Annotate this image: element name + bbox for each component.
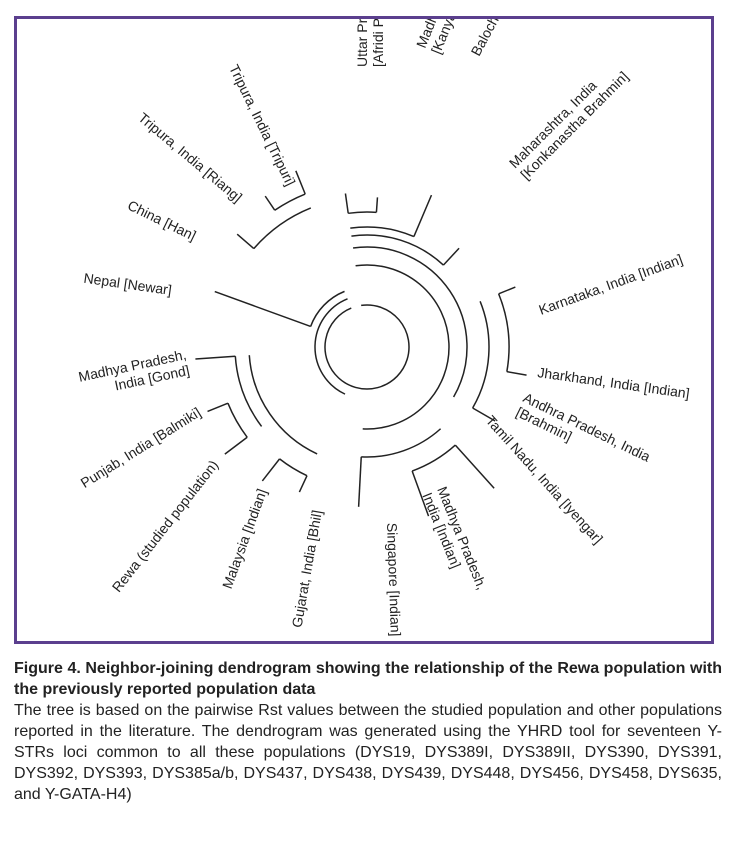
internal-arc [314, 298, 348, 395]
leaf-label-line: [Konkanastha Brahmin] [517, 68, 631, 182]
figure-frame: Uttar Pradesh, India[Afridi Pathan] Madhy… [14, 16, 714, 644]
leaf-label-line: Tripura, India [Tripuri] [226, 62, 299, 188]
leaf-branch [261, 458, 281, 482]
internal-arc [253, 207, 312, 250]
leaf-branch [224, 436, 248, 455]
leaf-label: Tripura, India [Riang] [135, 109, 245, 205]
leaf-branch [411, 470, 430, 517]
leaf-branch [506, 370, 527, 376]
leaf-label-line: Tripura, India [Riang] [135, 109, 245, 205]
leaf-branch [375, 197, 379, 213]
caption-title: Figure 4. Neighbor-joining dendrogram sh… [14, 660, 722, 698]
leaf-branch [472, 407, 496, 422]
dendrogram-branches [195, 170, 527, 517]
internal-arc [248, 355, 318, 455]
leaf-branch [413, 194, 433, 237]
internal-arc [351, 234, 444, 266]
leaf-branch [214, 290, 311, 328]
leaf-label-line: Punjab, India [Balmiki] [78, 404, 204, 491]
leaf-branch [344, 193, 349, 214]
dendrogram-leaf-labels: Uttar Pradesh, India[Afridi Pathan] Madhy… [77, 19, 691, 637]
leaf-branch [195, 355, 236, 360]
internal-arc [361, 428, 442, 458]
leaf-label-line: Jharkhand, India [Indian] [537, 364, 691, 401]
internal-arc [309, 290, 345, 327]
leaf-branch [298, 475, 308, 493]
leaf-branch [264, 195, 276, 211]
leaf-label: Singapore [Indian] [384, 523, 404, 637]
leaf-branch [357, 456, 362, 507]
internal-arc [472, 301, 490, 409]
leaf-branch [207, 402, 229, 413]
leaf-label: Malaysia [Indian] [219, 487, 270, 591]
leaf-label: Nepal [Newar] [83, 270, 173, 298]
leaf-branch [498, 286, 516, 295]
leaf-branch [295, 170, 306, 195]
caption-text: The tree is based on the pairwise Rst va… [14, 702, 722, 803]
internal-arc [352, 246, 468, 398]
leaf-label: Rewa (studied population) [109, 457, 222, 595]
leaf-label-line: Karnataka, India [Indian] [537, 251, 685, 318]
leaf-label-line: Singapore [Indian] [384, 523, 404, 637]
leaf-label: Punjab, India [Balmiki] [78, 404, 204, 491]
leaf-label: Uttar Pradesh, India[Afridi Pathan] [354, 19, 386, 67]
leaf-label: Balochistan, Pakistan [Baloch] [468, 19, 571, 58]
leaf-label-line: [Afridi Pathan] [370, 19, 386, 67]
leaf-label: Karnataka, India [Indian] [537, 251, 685, 318]
internal-arc [350, 226, 415, 238]
leaf-label: Maharashtra, India[Konkanastha Brahmin] [506, 57, 632, 183]
leaf-label: Madhya Pradesh,India [Gond] [77, 346, 191, 400]
internal-arc [274, 193, 306, 211]
leaf-label-line: China [Han] [125, 197, 198, 244]
leaf-label: Jharkhand, India [Indian] [537, 364, 691, 401]
internal-arc [227, 402, 248, 438]
leaf-branch [442, 247, 460, 266]
internal-arc [234, 356, 263, 427]
leaf-label-line: Nepal [Newar] [83, 270, 173, 298]
leaf-label: Gujarat, India [Bhil] [289, 509, 325, 629]
internal-arc [355, 264, 450, 430]
internal-arc [497, 293, 510, 372]
leaf-branch [454, 444, 495, 489]
internal-arc [411, 444, 456, 472]
leaf-label: Madhya Pradesh,India [Indian] [419, 484, 490, 598]
leaf-branch [236, 233, 255, 250]
leaf-label-line: Balochistan, Pakistan [Baloch] [468, 19, 571, 58]
leaf-label-line: Uttar Pradesh, India [354, 19, 370, 67]
figure-caption: Figure 4. Neighbor-joining dendrogram sh… [14, 658, 722, 805]
leaf-label-line: Rewa (studied population) [109, 457, 222, 595]
leaf-label: China [Han] [125, 197, 198, 244]
internal-arc [348, 211, 377, 215]
leaf-label-line: Malaysia [Indian] [219, 487, 270, 591]
leaf-label-line: Gujarat, India [Bhil] [289, 509, 325, 629]
leaf-label: Tripura, India [Tripuri] [226, 62, 299, 188]
internal-arc [324, 304, 410, 390]
dendrogram: Uttar Pradesh, India[Afridi Pathan] Madhy… [77, 19, 691, 637]
internal-arc [279, 458, 308, 477]
